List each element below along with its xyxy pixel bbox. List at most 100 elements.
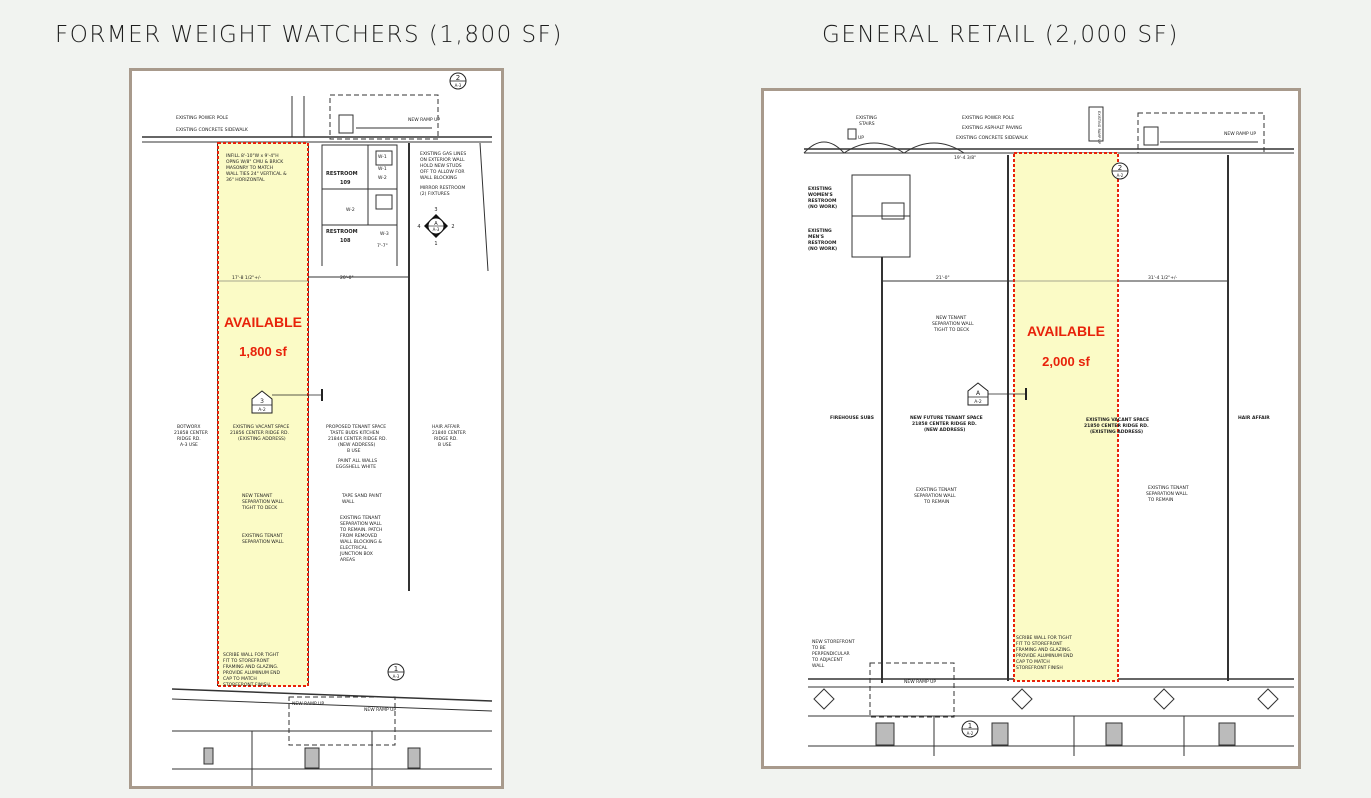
note-hair-affair: HAIR AFFAIR bbox=[1238, 415, 1270, 421]
note-vacant: 21850 CENTER RIDGE RD. bbox=[1084, 423, 1149, 429]
note-vacant: 21856 CENTER RIDGE RD. bbox=[230, 430, 289, 436]
note-paint: EGGSHELL WHITE bbox=[336, 464, 376, 470]
note-ramp-bottom: NEW RAMP UP bbox=[292, 701, 324, 707]
dimension: 17'-8 1/2"+/- bbox=[232, 275, 261, 281]
note-power-pole: EXISTING POWER POLE bbox=[176, 115, 228, 121]
note-tape: WALL bbox=[342, 499, 355, 505]
note-ramp-top: NEW RAMP UP bbox=[1224, 131, 1256, 137]
note-proposed: PROPOSED TENANT SPACE bbox=[326, 424, 386, 430]
svg-text:2: 2 bbox=[451, 224, 454, 230]
note-remain: ELECTRICAL bbox=[340, 545, 368, 551]
restroom-label: RESTROOM bbox=[326, 171, 358, 177]
dimension: 31'-4 1/2"+/- bbox=[1148, 275, 1177, 281]
available-space-highlight[interactable] bbox=[217, 142, 309, 687]
svg-text:A: A bbox=[434, 221, 438, 227]
note-tape: TAPE SAND PAINT bbox=[341, 493, 382, 499]
svg-text:3: 3 bbox=[260, 398, 264, 405]
wall-tag: W-3 bbox=[380, 231, 389, 237]
note-botworx: 21858 CENTER bbox=[174, 430, 208, 436]
svg-text:A-2: A-2 bbox=[258, 407, 266, 413]
right-floor-plan: 2 A-2 1 A-2 A A-2 AVAILABLE 2,000 sf EXI… bbox=[761, 88, 1301, 769]
svg-text:A-2: A-2 bbox=[974, 399, 982, 405]
note-stairs: EXISTING bbox=[856, 115, 878, 121]
available-area: 2,000 sf bbox=[1042, 354, 1090, 369]
note-infill: OPNG W/8" CMU & BRICK bbox=[226, 159, 284, 165]
note-vacant: (EXISTING ADDRESS) bbox=[238, 436, 286, 442]
ramp-bottom-outline bbox=[869, 662, 955, 718]
note-hair-affair: RIDGE RD. bbox=[434, 436, 458, 442]
note-botworx: A-3 USE bbox=[180, 442, 198, 448]
note-remain: AREAS bbox=[340, 557, 355, 563]
note-scribe: CAP TO MATCH bbox=[1016, 659, 1050, 665]
svg-text:A-2: A-2 bbox=[967, 731, 974, 736]
note-remain: JUNCTION BOX bbox=[339, 551, 373, 557]
note-new-sep-wall: TIGHT TO DECK bbox=[933, 327, 970, 333]
restroom-block bbox=[321, 144, 398, 226]
note-botworx: BOTWORX bbox=[177, 424, 201, 430]
note-existing-sep-wall: SEPARATION WALL bbox=[242, 539, 284, 545]
note-stairs: STAIRS bbox=[859, 121, 875, 127]
note-vacant: EXISTING VACANT SPACE bbox=[1086, 417, 1149, 423]
note-scribe: FIT TO STOREFRONT bbox=[223, 658, 270, 664]
ramp-top-outline bbox=[329, 94, 439, 140]
note-womens-restroom: (NO WORK) bbox=[808, 204, 837, 210]
note-new-sep-wall: TIGHT TO DECK bbox=[241, 505, 278, 511]
note-remain: WALL BLOCKING & bbox=[340, 539, 382, 545]
note-remain: TO REMAIN. PATCH bbox=[339, 527, 382, 533]
dimension: 21'-0" bbox=[936, 275, 950, 281]
svg-text:2: 2 bbox=[1118, 164, 1122, 172]
note-remain: FROM REMOVED bbox=[340, 533, 378, 539]
note-existing-sep-wall: TO REMAIN bbox=[923, 499, 949, 505]
note-sidewalk: EXISTING CONCRETE SIDEWALK bbox=[176, 127, 249, 133]
ramp-bottom-outline bbox=[288, 696, 396, 746]
section-marker: A A-2 bbox=[967, 382, 1027, 406]
svg-text:4: 4 bbox=[417, 224, 420, 230]
detail-tag-bottom: 1 A-2 bbox=[961, 720, 979, 738]
note-ramp-bottom: NEW RAMP UP bbox=[904, 679, 936, 685]
note-new-sep-wall: NEW TENANT bbox=[936, 315, 966, 321]
right-floor-plan-drawing: 2 A-2 1 A-2 A A-2 AVAILABLE 2,000 sf EXI… bbox=[803, 106, 1294, 756]
note-ramp-bottom: NEW RAMP UP bbox=[364, 707, 396, 713]
note-existing-sep-wall: SEPARATION WALL bbox=[914, 493, 956, 499]
note-ramp-vertical: EXISTING RAMP UP bbox=[1097, 111, 1101, 144]
note-scribe: FRAMING AND GLAZING. bbox=[1016, 647, 1071, 653]
note-storefront: NEW STOREFRONT bbox=[812, 639, 855, 645]
interior-elevation-marker: A A-3 3 2 4 1 bbox=[417, 207, 454, 247]
note-new-sep-wall: NEW TENANT bbox=[242, 493, 272, 499]
note-existing-sep-wall: EXISTING TENANT bbox=[242, 533, 283, 539]
detail-tag-top: 2 A-3 bbox=[449, 72, 467, 90]
note-future-tenant: (NEW ADDRESS) bbox=[924, 427, 965, 433]
note-mens-restroom: (NO WORK) bbox=[808, 246, 837, 252]
note-mirror: (2) FIXTURES bbox=[420, 191, 450, 197]
note-storefront: PERPENDICULAR bbox=[812, 651, 850, 657]
note-proposed: TASTE BUDS KITCHEN bbox=[329, 430, 379, 436]
note-remain: EXISTING TENANT bbox=[340, 515, 381, 521]
note-gas: EXISTING GAS LINES bbox=[420, 151, 466, 157]
note-gas: OFF TO ALLOW FOR bbox=[420, 169, 464, 175]
left-floor-plan-drawing: 2 A-3 1 A-3 3 A-2 A A-3 3 2 4 1 AVAILABL… bbox=[142, 72, 493, 786]
note-scribe: CAP TO MATCH bbox=[223, 676, 257, 682]
note-proposed: B USE bbox=[347, 448, 361, 454]
note-scribe: SCRIBE WALL FOR TIGHT bbox=[1016, 635, 1072, 641]
note-gas: ON EXTERIOR WALL bbox=[420, 157, 465, 163]
note-power-pole: EXISTING POWER POLE bbox=[962, 115, 1014, 121]
wall-tag: W-2 bbox=[378, 175, 387, 181]
note-storefront: TO BE bbox=[811, 645, 826, 651]
note-future-tenant: 21858 CENTER RIDGE RD. bbox=[912, 421, 977, 427]
note-up: UP bbox=[858, 135, 864, 141]
available-space-highlight[interactable] bbox=[1013, 152, 1119, 682]
note-mens-restroom: RESTROOM bbox=[808, 240, 837, 246]
note-vacant: (EXISTING ADDRESS) bbox=[1090, 429, 1143, 435]
note-existing-sep-wall: TO REMAIN bbox=[1147, 497, 1173, 503]
note-scribe: FIT TO STOREFRONT bbox=[1016, 641, 1063, 647]
note-future-tenant: NEW FUTURE TENANT SPACE bbox=[910, 415, 983, 421]
note-ramp-top: NEW RAMP UP bbox=[408, 117, 440, 123]
note-infill: INFILL 8'-10"W x 9'-4"H bbox=[226, 153, 279, 159]
dimension: 7'-7" bbox=[377, 243, 388, 249]
svg-text:A-3: A-3 bbox=[393, 674, 400, 679]
svg-text:A-3: A-3 bbox=[455, 83, 462, 88]
note-proposed: (NEW ADDRESS) bbox=[338, 442, 376, 448]
note-womens-restroom: EXISTING bbox=[808, 186, 832, 192]
note-asphalt: EXISTING ASPHALT PAVING bbox=[962, 125, 1023, 131]
svg-text:1: 1 bbox=[434, 241, 437, 247]
